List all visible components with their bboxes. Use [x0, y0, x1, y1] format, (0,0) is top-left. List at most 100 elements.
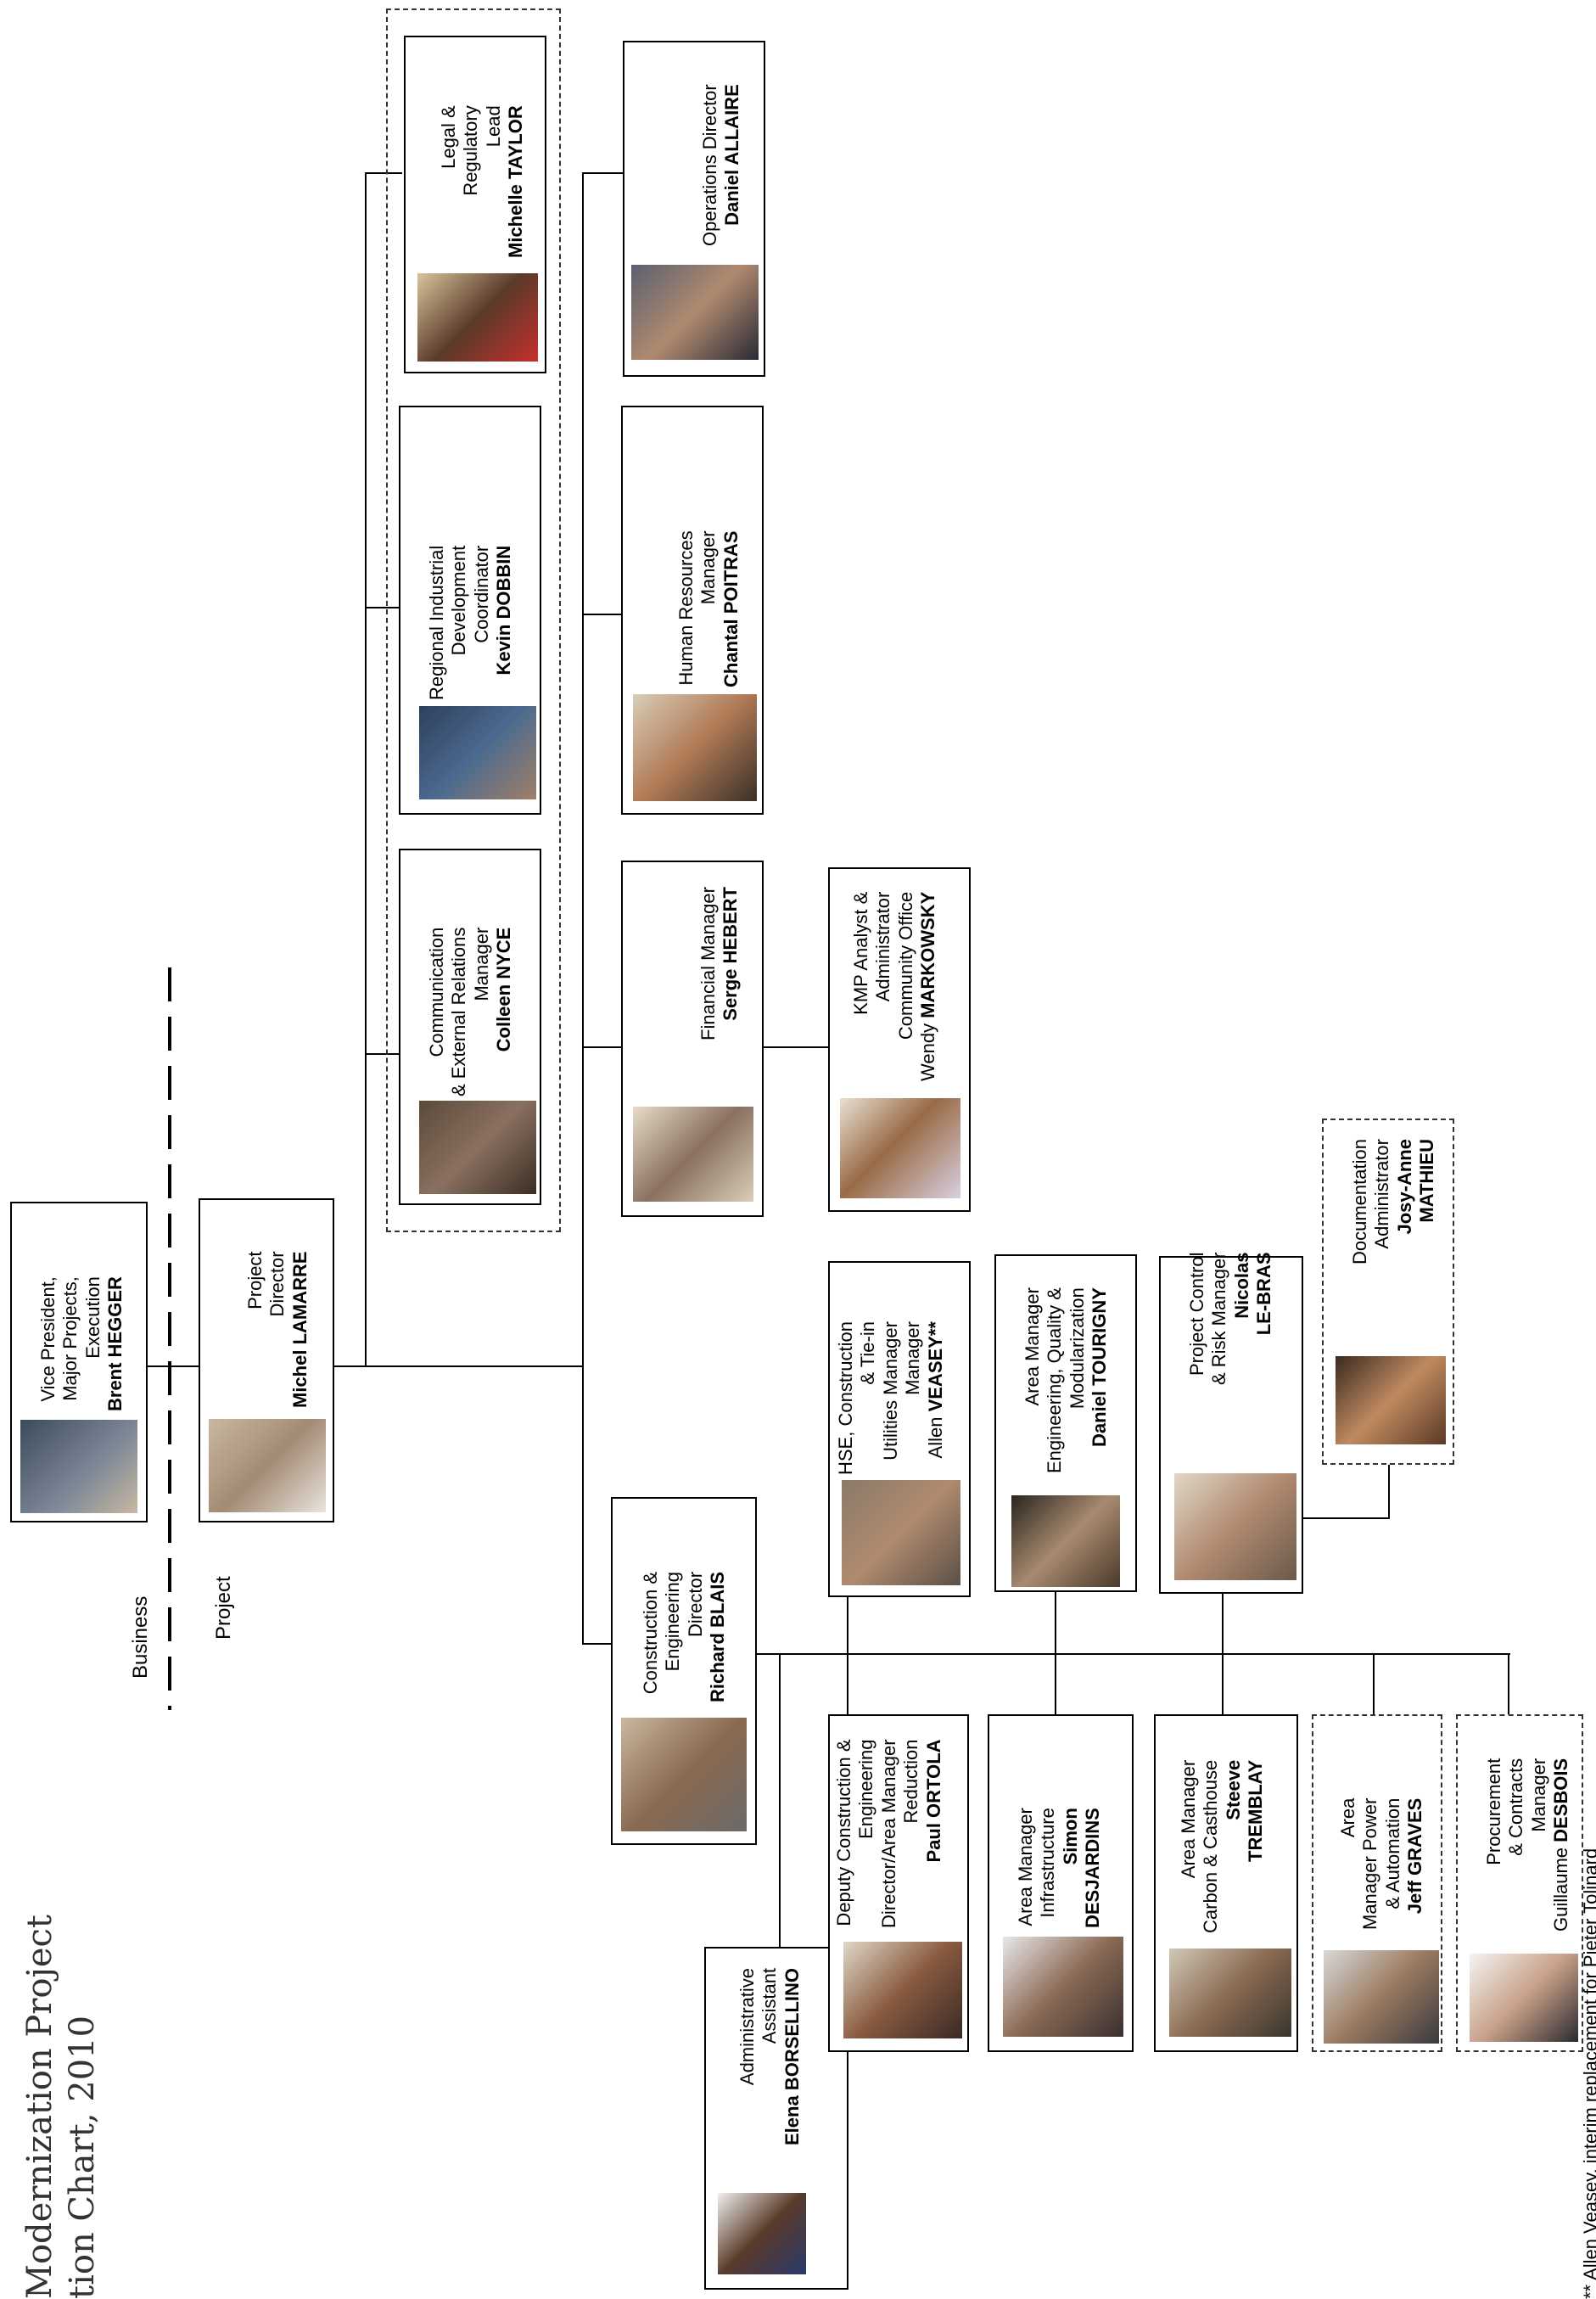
external-relations-group [386, 8, 561, 1232]
connector [365, 607, 402, 608]
connector [333, 1365, 582, 1367]
role-line: Communication [426, 927, 447, 1057]
connector [582, 172, 623, 174]
role-line: Execution [81, 1276, 104, 1359]
person-card-steeve-tremblay[interactable]: Area Manager Carbon & Casthouse Steeve T… [1154, 1714, 1298, 2052]
role-line: & Automation [1381, 1797, 1403, 1909]
role-line: Carbon & Casthouse [1200, 1759, 1222, 1933]
role-line: Lead [482, 105, 504, 148]
person-text: HSE, Construction & Tie-in Utilities Man… [835, 1321, 947, 1475]
person-first-name: Guillaume [1550, 1842, 1572, 1932]
connector [365, 1053, 402, 1055]
role-line: Utilities Manager [879, 1321, 901, 1461]
connector [365, 172, 367, 1366]
connector [365, 172, 402, 174]
person-text: Project Control & Risk Manager Nicolas L… [1186, 1252, 1276, 1385]
connector [1388, 1462, 1390, 1519]
person-card-serge-hebert[interactable]: Financial Manager Serge HEBERT [621, 861, 764, 1217]
person-card-simon-desjardins[interactable]: Area Manager Infrastructure Simon DESJAR… [988, 1714, 1134, 2052]
person-card-chantal-poitras[interactable]: Human Resources Manager Chantal POITRAS [621, 406, 764, 815]
person-card-paul-ortola[interactable]: Deputy Construction & Engineering Direct… [828, 1714, 969, 2052]
person-name: Simon [1059, 1808, 1081, 1865]
portrait-photo [1003, 1937, 1123, 2037]
portrait-photo [209, 1419, 326, 1512]
person-card-kevin-dobbin[interactable]: Regional Industrial Development Coordina… [399, 406, 541, 815]
person-text: Deputy Construction & Engineering Direct… [833, 1739, 945, 1928]
person-name-line: Wendy MARKOWSKY [917, 892, 939, 1081]
role-line: HSE, Construction [835, 1321, 856, 1475]
person-text: Administrative Assistant Elena BORSELLIN… [736, 1968, 804, 2145]
person-name: Brent HEGGER [104, 1276, 126, 1411]
role-line: Director [684, 1571, 706, 1637]
person-card-daniel-tourigny[interactable]: Area Manager Engineering, Quality & Modu… [994, 1254, 1137, 1592]
person-card-nicolas-le-bras[interactable]: Project Control & Risk Manager Nicolas L… [1159, 1252, 1303, 1594]
person-text: Area Manager Infrastructure Simon DESJAR… [1015, 1808, 1105, 1928]
connector [582, 614, 623, 615]
chart-title: Modernization Project tion Chart, 2010 [19, 1915, 104, 2299]
person-name: MARKOWSKY [917, 891, 939, 1018]
role-line: Area Manager [1022, 1287, 1043, 1406]
portrait-photo [20, 1420, 137, 1513]
connector [582, 172, 584, 1644]
role-line: Documentation [1349, 1139, 1370, 1264]
person-card-richard-blais[interactable]: Construction & Engineering Director Rich… [611, 1497, 757, 1845]
connector [847, 1595, 848, 1719]
business-project-divider [168, 967, 171, 1710]
portrait-photo [1174, 1473, 1296, 1580]
portrait-photo [417, 273, 538, 362]
person-card-jeff-graves[interactable]: Area Manager Power & Automation Jeff GRA… [1312, 1714, 1442, 2052]
person-name: Daniel TOURIGNY [1089, 1287, 1111, 1447]
person-name: DESJARDINS [1082, 1808, 1104, 1928]
role-line: Project [244, 1251, 266, 1309]
role-line: Procurement [1483, 1758, 1504, 1865]
person-name: Kevin DOBBIN [493, 545, 515, 676]
person-text: Regional Industrial Development Coordina… [426, 546, 516, 700]
person-card-elena-borsellino[interactable]: Administrative Assistant Elena BORSELLIN… [704, 1947, 848, 2290]
person-name: VEASEY** [924, 1321, 946, 1412]
person-name: Elena BORSELLINO [781, 1967, 803, 2145]
person-card-michel-lamarre[interactable]: Project Director Michel LAMARRE [199, 1198, 334, 1522]
role-line: Modularization [1066, 1287, 1088, 1410]
role-line: Manager Power [1359, 1797, 1381, 1930]
portrait-photo [419, 706, 536, 799]
person-card-josy-anne-mathieu[interactable]: Documentation Administrator Josy-Anne MA… [1322, 1119, 1454, 1465]
person-name: DESBOIS [1550, 1758, 1572, 1842]
portrait-photo [718, 2193, 806, 2274]
connector [755, 1653, 1510, 1655]
connector [582, 1046, 623, 1048]
role-line: Major Projects, [59, 1276, 81, 1401]
person-card-michelle-taylor[interactable]: Legal & Regulatory Lead Michelle TAYLOR [404, 36, 546, 373]
connector [1508, 1653, 1509, 1716]
portrait-photo [621, 1718, 747, 1831]
person-card-wendy-markowsky[interactable]: KMP Analyst & Administrator Community Of… [828, 867, 971, 1212]
person-name: MATHIEU [1416, 1139, 1438, 1223]
role-line: Construction & [640, 1571, 661, 1695]
person-card-colleen-nyce[interactable]: Communication & External Relations Manag… [399, 849, 541, 1205]
connector [1055, 1591, 1056, 1714]
person-card-allen-veasey[interactable]: HSE, Construction & Tie-in Utilities Man… [828, 1261, 971, 1597]
portrait-photo [1169, 1949, 1291, 2037]
connector [1222, 1594, 1224, 1716]
person-name: Paul ORTOLA [922, 1739, 944, 1863]
person-card-guillaume-desbois[interactable]: Procurement & Contracts Manager Guillaum… [1456, 1714, 1583, 2052]
portrait-photo [633, 694, 757, 801]
role-line: & Risk Manager [1208, 1252, 1230, 1385]
person-text: Operations Director Daniel ALLAIRE [699, 84, 744, 246]
role-line: Director/Area Manager [877, 1739, 899, 1928]
project-label: Project [212, 1576, 235, 1640]
person-card-brent-hegger[interactable]: Vice President, Major Projects, Executio… [10, 1202, 148, 1522]
connector [582, 1643, 613, 1645]
person-text: Human Resources Manager Chantal POITRAS [675, 530, 742, 687]
role-line: Financial Manager [697, 887, 719, 1040]
person-name: TREMBLAY [1245, 1759, 1267, 1862]
person-name: Serge HEBERT [720, 887, 742, 1021]
role-line: Infrastructure [1037, 1808, 1059, 1918]
person-card-daniel-allaire[interactable]: Operations Director Daniel ALLAIRE [623, 41, 765, 377]
portrait-photo [1470, 1954, 1578, 2042]
role-line: Area Manager [1015, 1808, 1036, 1926]
person-name: Chantal POITRAS [720, 530, 742, 687]
role-line: Engineering, Quality & [1044, 1287, 1066, 1473]
role-line: Assistant [759, 1967, 781, 2044]
role-line: & Tie-in [857, 1321, 879, 1385]
